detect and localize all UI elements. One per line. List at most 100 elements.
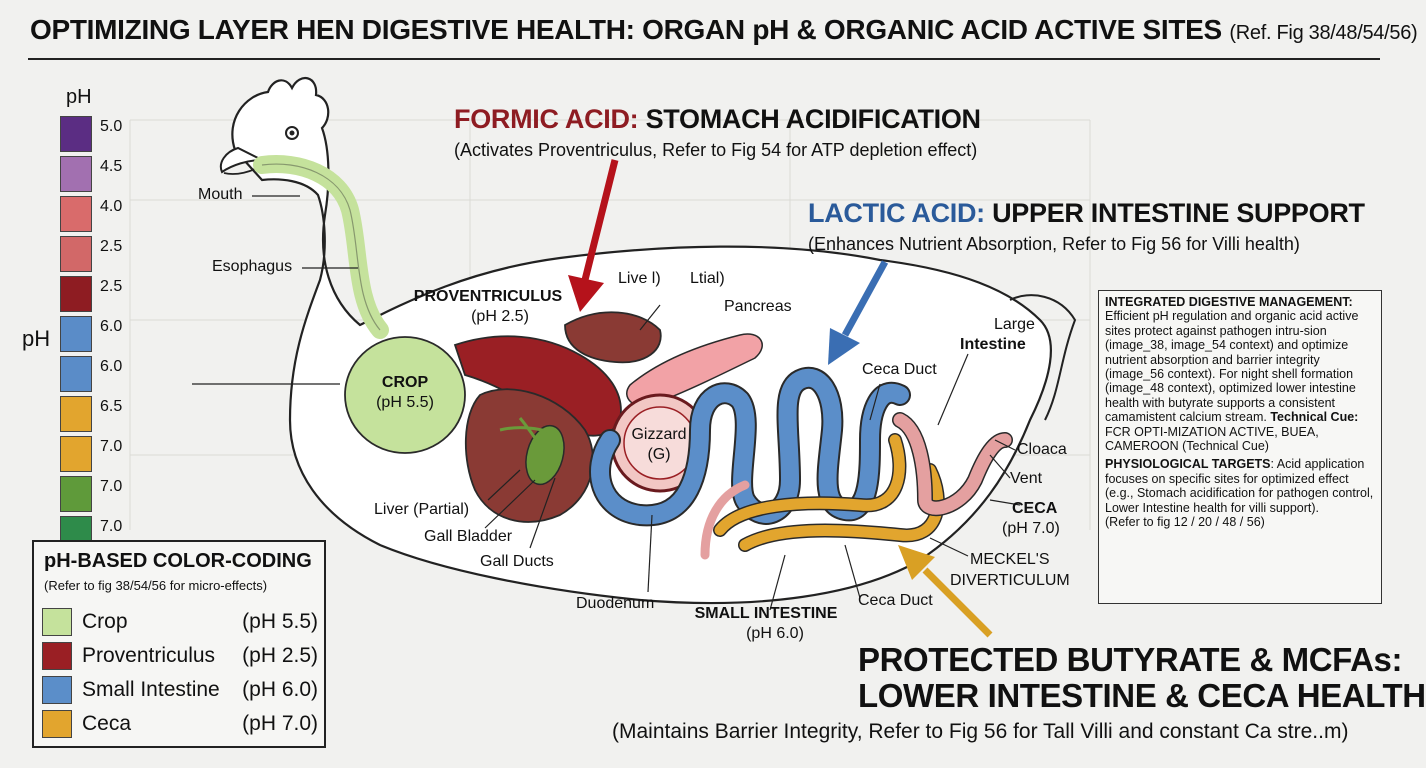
lactic-subtitle: (Enhances Nutrient Absorption, Refer to …: [808, 234, 1300, 254]
label-small-intestine-ph: (pH 6.0): [746, 625, 804, 642]
esophagus-tube: [253, 155, 389, 339]
ph-legend: pH-BASED COLOR-CODING (Refer to fig 38/5…: [32, 540, 326, 748]
panel-paragraph-1: Efficient pH regulation and organic acid…: [1105, 309, 1359, 425]
label-crop-name: CROP: [381, 374, 429, 391]
label-liver-top: Live l): [618, 270, 661, 287]
lactic-acid-name: LACTIC ACID:: [808, 198, 985, 228]
ph-scale-header: pH: [66, 86, 92, 108]
liver-top-lobe: [564, 311, 662, 364]
butyrate-heading-2: LOWER INTESTINE & CECA HEALTH: [858, 677, 1426, 714]
label-ceca-name: CECA: [1012, 500, 1058, 517]
lactic-heading: LACTIC ACID: UPPER INTESTINE SUPPORT: [808, 198, 1365, 229]
legend-item-ph: (pH 2.5): [242, 644, 318, 667]
panel-paragraph-2: : Acid application focuses on specific s…: [1105, 457, 1374, 515]
ph-swatch-value: 2.5: [100, 238, 123, 255]
ph-swatch-value: 4.5: [100, 158, 123, 175]
leader-lines: [192, 195, 1021, 611]
panel-heading-2: PHYSIOLOGICAL TARGETS: [1105, 457, 1271, 472]
legend-swatch: [42, 710, 72, 738]
label-ceca-ph: (pH 7.0): [1002, 520, 1060, 537]
label-meckel-2: DIVERTICULUM: [950, 572, 1070, 589]
legend-item-ph: (pH 7.0): [242, 712, 318, 735]
ph-swatch: [60, 156, 92, 192]
ph-swatch: [60, 396, 92, 432]
legend-item-name: Proventriculus: [82, 644, 216, 667]
hen-tail: [1009, 294, 1077, 421]
panel-heading-1: INTEGRATED DIGESTIVE MANAGEMENT:: [1105, 295, 1353, 309]
legend-subtitle: (Refer to fig 38/54/56 for micro-effects…: [44, 578, 268, 593]
panel-ref: (Refer to fig 12 / 20 / 48 / 56): [1105, 515, 1265, 530]
label-ceca-duct-bottom: Ceca Duct: [858, 592, 933, 609]
formic-acid-name: FORMIC ACID:: [454, 104, 639, 134]
label-vent: Vent: [1010, 470, 1043, 487]
crop-organ: [344, 336, 466, 454]
label-gizzard-name: Gizzard: [631, 426, 687, 443]
label-ceca-duct-top: Ceca Duct: [862, 361, 937, 378]
legend-item-ph: (pH 6.0): [242, 678, 318, 701]
page-title: OPTIMIZING LAYER HEN DIGESTIVE HEALTH: O…: [30, 14, 1418, 46]
legend-item-name: Crop: [82, 610, 128, 633]
ph-swatch-value: 6.0: [100, 358, 123, 375]
label-esophagus: Esophagus: [212, 258, 293, 275]
label-pancreas: Pancreas: [724, 298, 792, 315]
ph-swatch: [60, 356, 92, 392]
label-proventriculus-name: PROVENTRICULUS: [413, 288, 563, 305]
ph-side-label: pH: [22, 326, 51, 351]
lactic-acid-rest: UPPER INTESTINE SUPPORT: [984, 198, 1365, 228]
ph-scale: pH 5.0 4.5 4.0 2.5 2.5 6.0 6.0 6.5 7.0 7.0 7.0: [56, 86, 136, 552]
butyrate-heading-1: PROTECTED BUTYRATE & MCFAs:: [858, 641, 1403, 678]
formic-subtitle: (Activates Proventriculus, Refer to Fig …: [454, 140, 978, 160]
ph-swatch: [60, 196, 92, 232]
ph-swatch: [60, 276, 92, 312]
formic-heading: FORMIC ACID: STOMACH ACIDIFICATION: [454, 104, 981, 135]
label-duodenum: Duodenum: [576, 595, 655, 612]
ph-swatch-value: 6.5: [100, 398, 123, 415]
legend-item-name: Small Intestine: [82, 678, 220, 701]
label-liver-top2: Ltial): [690, 270, 725, 287]
legend-item-name: Ceca: [82, 712, 132, 735]
legend-title: pH-BASED COLOR-CODING: [44, 550, 312, 572]
formic-arrow: [568, 159, 619, 312]
ph-swatch: [60, 476, 92, 512]
label-proventriculus-ph: (pH 2.5): [471, 308, 529, 325]
butyrate-arrow: [898, 545, 993, 638]
panel-cue-label: Technical Cue:: [1270, 410, 1359, 425]
label-large-intestine-1: Large: [994, 316, 1035, 333]
ph-swatch: [60, 436, 92, 472]
ph-swatch-value: 7.0: [100, 518, 123, 535]
legend-item: Small Intestine (pH 6.0): [42, 676, 318, 704]
label-cloaca: Cloaca: [1017, 441, 1067, 458]
label-gizzard-ph: (G): [647, 446, 671, 463]
label-liver-partial: Liver (Partial): [374, 501, 470, 518]
hen-beak: [219, 146, 263, 174]
legend-swatch: [42, 676, 72, 704]
butyrate-subtitle: (Maintains Barrier Integrity, Refer to F…: [612, 720, 1349, 743]
legend-swatch: [42, 608, 72, 636]
label-meckel-1: MECKEL'S: [970, 551, 1050, 568]
gall-ducts: [499, 417, 561, 461]
label-gall-ducts: Gall Ducts: [480, 553, 554, 570]
ph-swatch-value: 2.5: [100, 278, 123, 295]
legend-item: Crop(pH 5.5): [42, 608, 318, 636]
label-gall-bladder: Gall Bladder: [424, 528, 513, 545]
label-small-intestine-name: SMALL INTESTINE: [694, 605, 838, 622]
panel-cue: FCR OPTI-MIZATION ACTIVE, BUEA, CAMEROON…: [1105, 424, 1319, 454]
ph-swatch-value: 7.0: [100, 478, 123, 495]
ph-swatch: [60, 316, 92, 352]
ph-swatch-value: 7.0: [100, 438, 123, 455]
ph-swatch-value: 6.0: [100, 318, 123, 335]
integrated-management-panel: INTEGRATED DIGESTIVE MANAGEMENT: Efficie…: [1098, 290, 1382, 604]
ph-swatch-value: 5.0: [100, 118, 123, 135]
ph-swatch-value: 4.0: [100, 198, 123, 215]
formic-acid-rest: STOMACH ACIDIFICATION: [638, 104, 982, 134]
label-large-intestine-2: Intestine: [960, 336, 1026, 353]
ph-swatch: [60, 116, 92, 152]
lactic-arrow: [828, 260, 889, 365]
legend-swatch: [42, 642, 72, 670]
title-rule: [28, 58, 1380, 60]
legend-item: Proventriculus (pH 2.5): [42, 642, 318, 670]
duodenum-extension: [700, 480, 750, 560]
legend-item: Ceca (pH 7.0): [42, 710, 318, 738]
label-crop-ph: (pH 5.5): [376, 394, 434, 411]
